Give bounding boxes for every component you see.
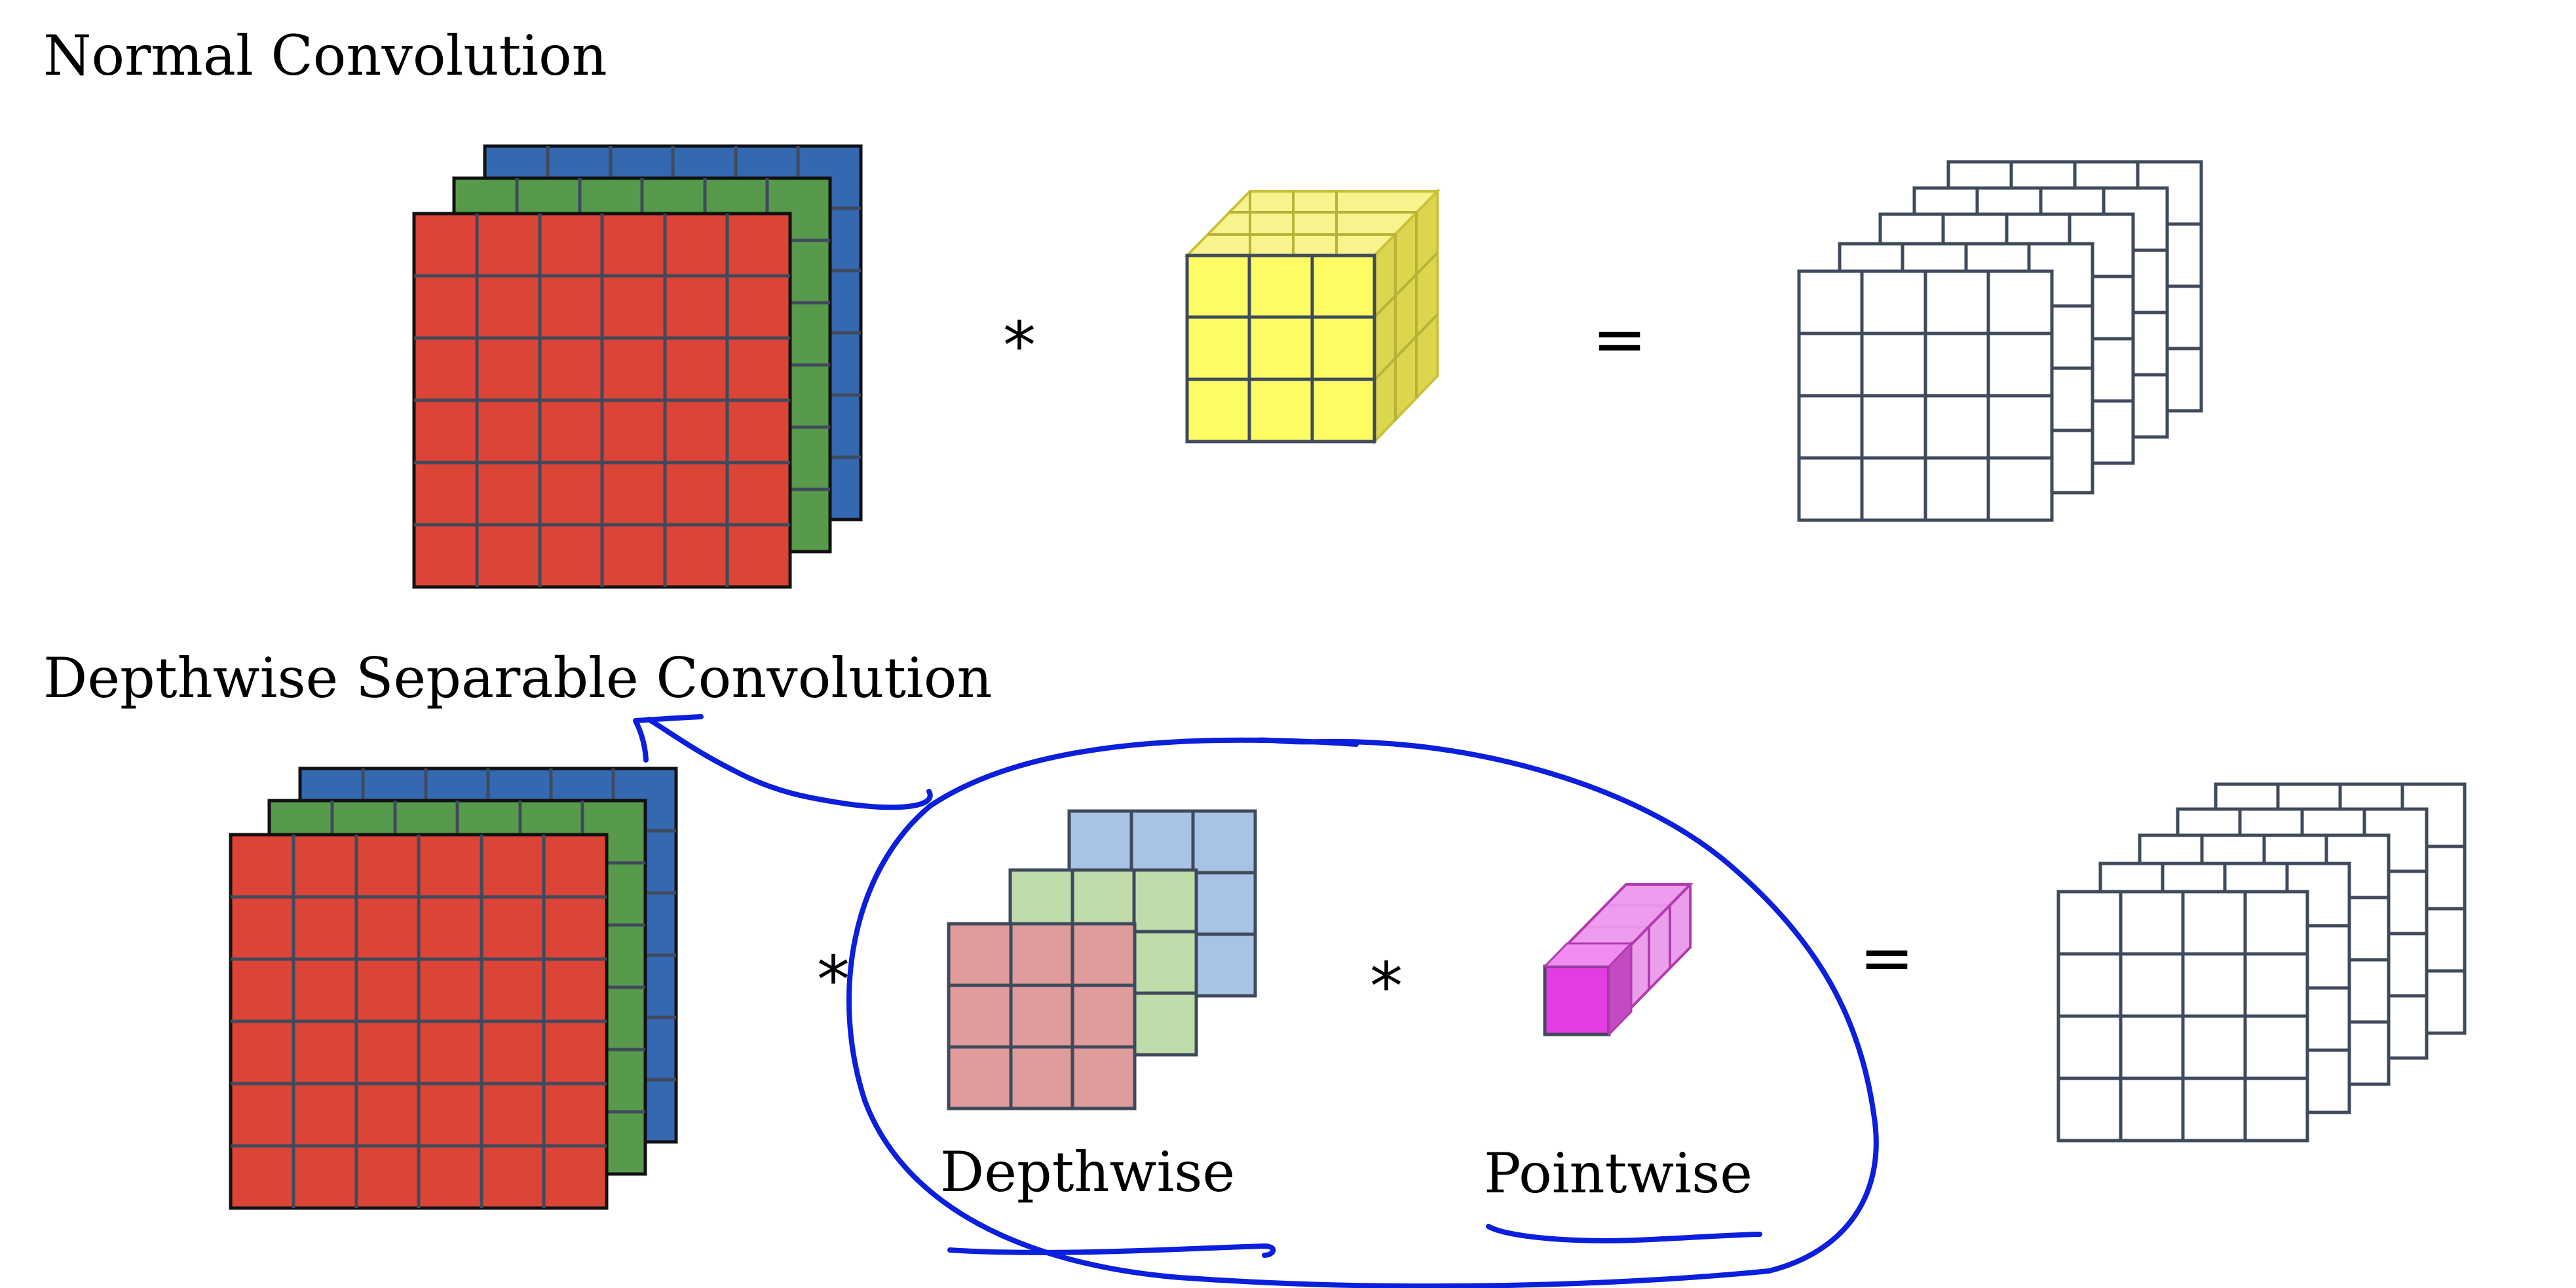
annotation-underline-depthwise [947, 1243, 1276, 1258]
normal-output-stack [1797, 160, 2203, 522]
annotation-loop [846, 737, 1879, 1288]
normal-equals-operator: = [1592, 301, 1647, 377]
annotation-arrow-to-title [646, 717, 933, 810]
separable-convolution-title: Depthwise Separable Convolution [43, 646, 993, 710]
depthwise-label: Depthwise [940, 1140, 1235, 1204]
separable-equals-operator: = [1859, 919, 1914, 996]
annotation-arrow-head [633, 714, 704, 763]
pointwise-kernel [1542, 883, 1694, 1037]
depthwise-kernels [947, 809, 1257, 1110]
separable-multiply-operator-1: * [817, 941, 850, 1018]
normal-multiply-operator: * [1003, 307, 1036, 384]
normal-output-map [1797, 269, 2054, 522]
normal-convolution-title: Normal Convolution [43, 24, 607, 88]
separable-output-stack [2056, 782, 2467, 1143]
normal-input-volume [412, 144, 863, 589]
depthwise-kernel-red [947, 922, 1137, 1110]
handwritten-annotations [633, 714, 1879, 1288]
pointwise-label: Pointwise [1484, 1141, 1752, 1205]
separable-input-red-channel [229, 833, 609, 1210]
separable-input-volume [229, 767, 678, 1210]
normal-kernel-cube [1184, 188, 1441, 445]
separable-multiply-operator-2: * [1370, 948, 1403, 1025]
normal-input-red-channel [412, 212, 792, 589]
separable-output-map [2056, 890, 2309, 1143]
annotation-underline-pointwise [1486, 1224, 1762, 1243]
